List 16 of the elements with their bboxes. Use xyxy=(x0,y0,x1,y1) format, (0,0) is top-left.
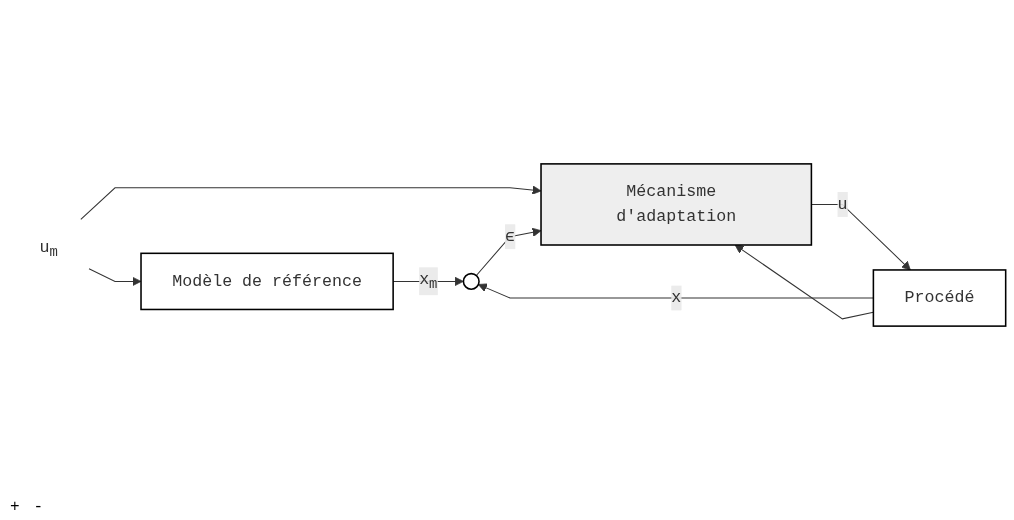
edge-label: u xyxy=(837,195,848,214)
arrow xyxy=(88,268,142,286)
arrow xyxy=(475,227,542,277)
sign-label: + xyxy=(10,498,20,516)
node-box: Procédé xyxy=(872,269,1007,327)
edge-label: x$_{m}$ xyxy=(419,270,438,293)
arrow xyxy=(478,283,874,299)
node-box: Modèle de référence xyxy=(140,252,394,311)
arrow xyxy=(734,244,874,320)
arrow xyxy=(80,185,542,220)
edge-label: x xyxy=(671,288,682,308)
node-text: u$_{m}$ xyxy=(39,238,58,261)
node-circle xyxy=(462,272,480,290)
edge-label: ϵ xyxy=(505,227,516,247)
node-box: Mécanisme d'adaptation xyxy=(540,163,813,246)
sign-label: - xyxy=(33,498,44,516)
